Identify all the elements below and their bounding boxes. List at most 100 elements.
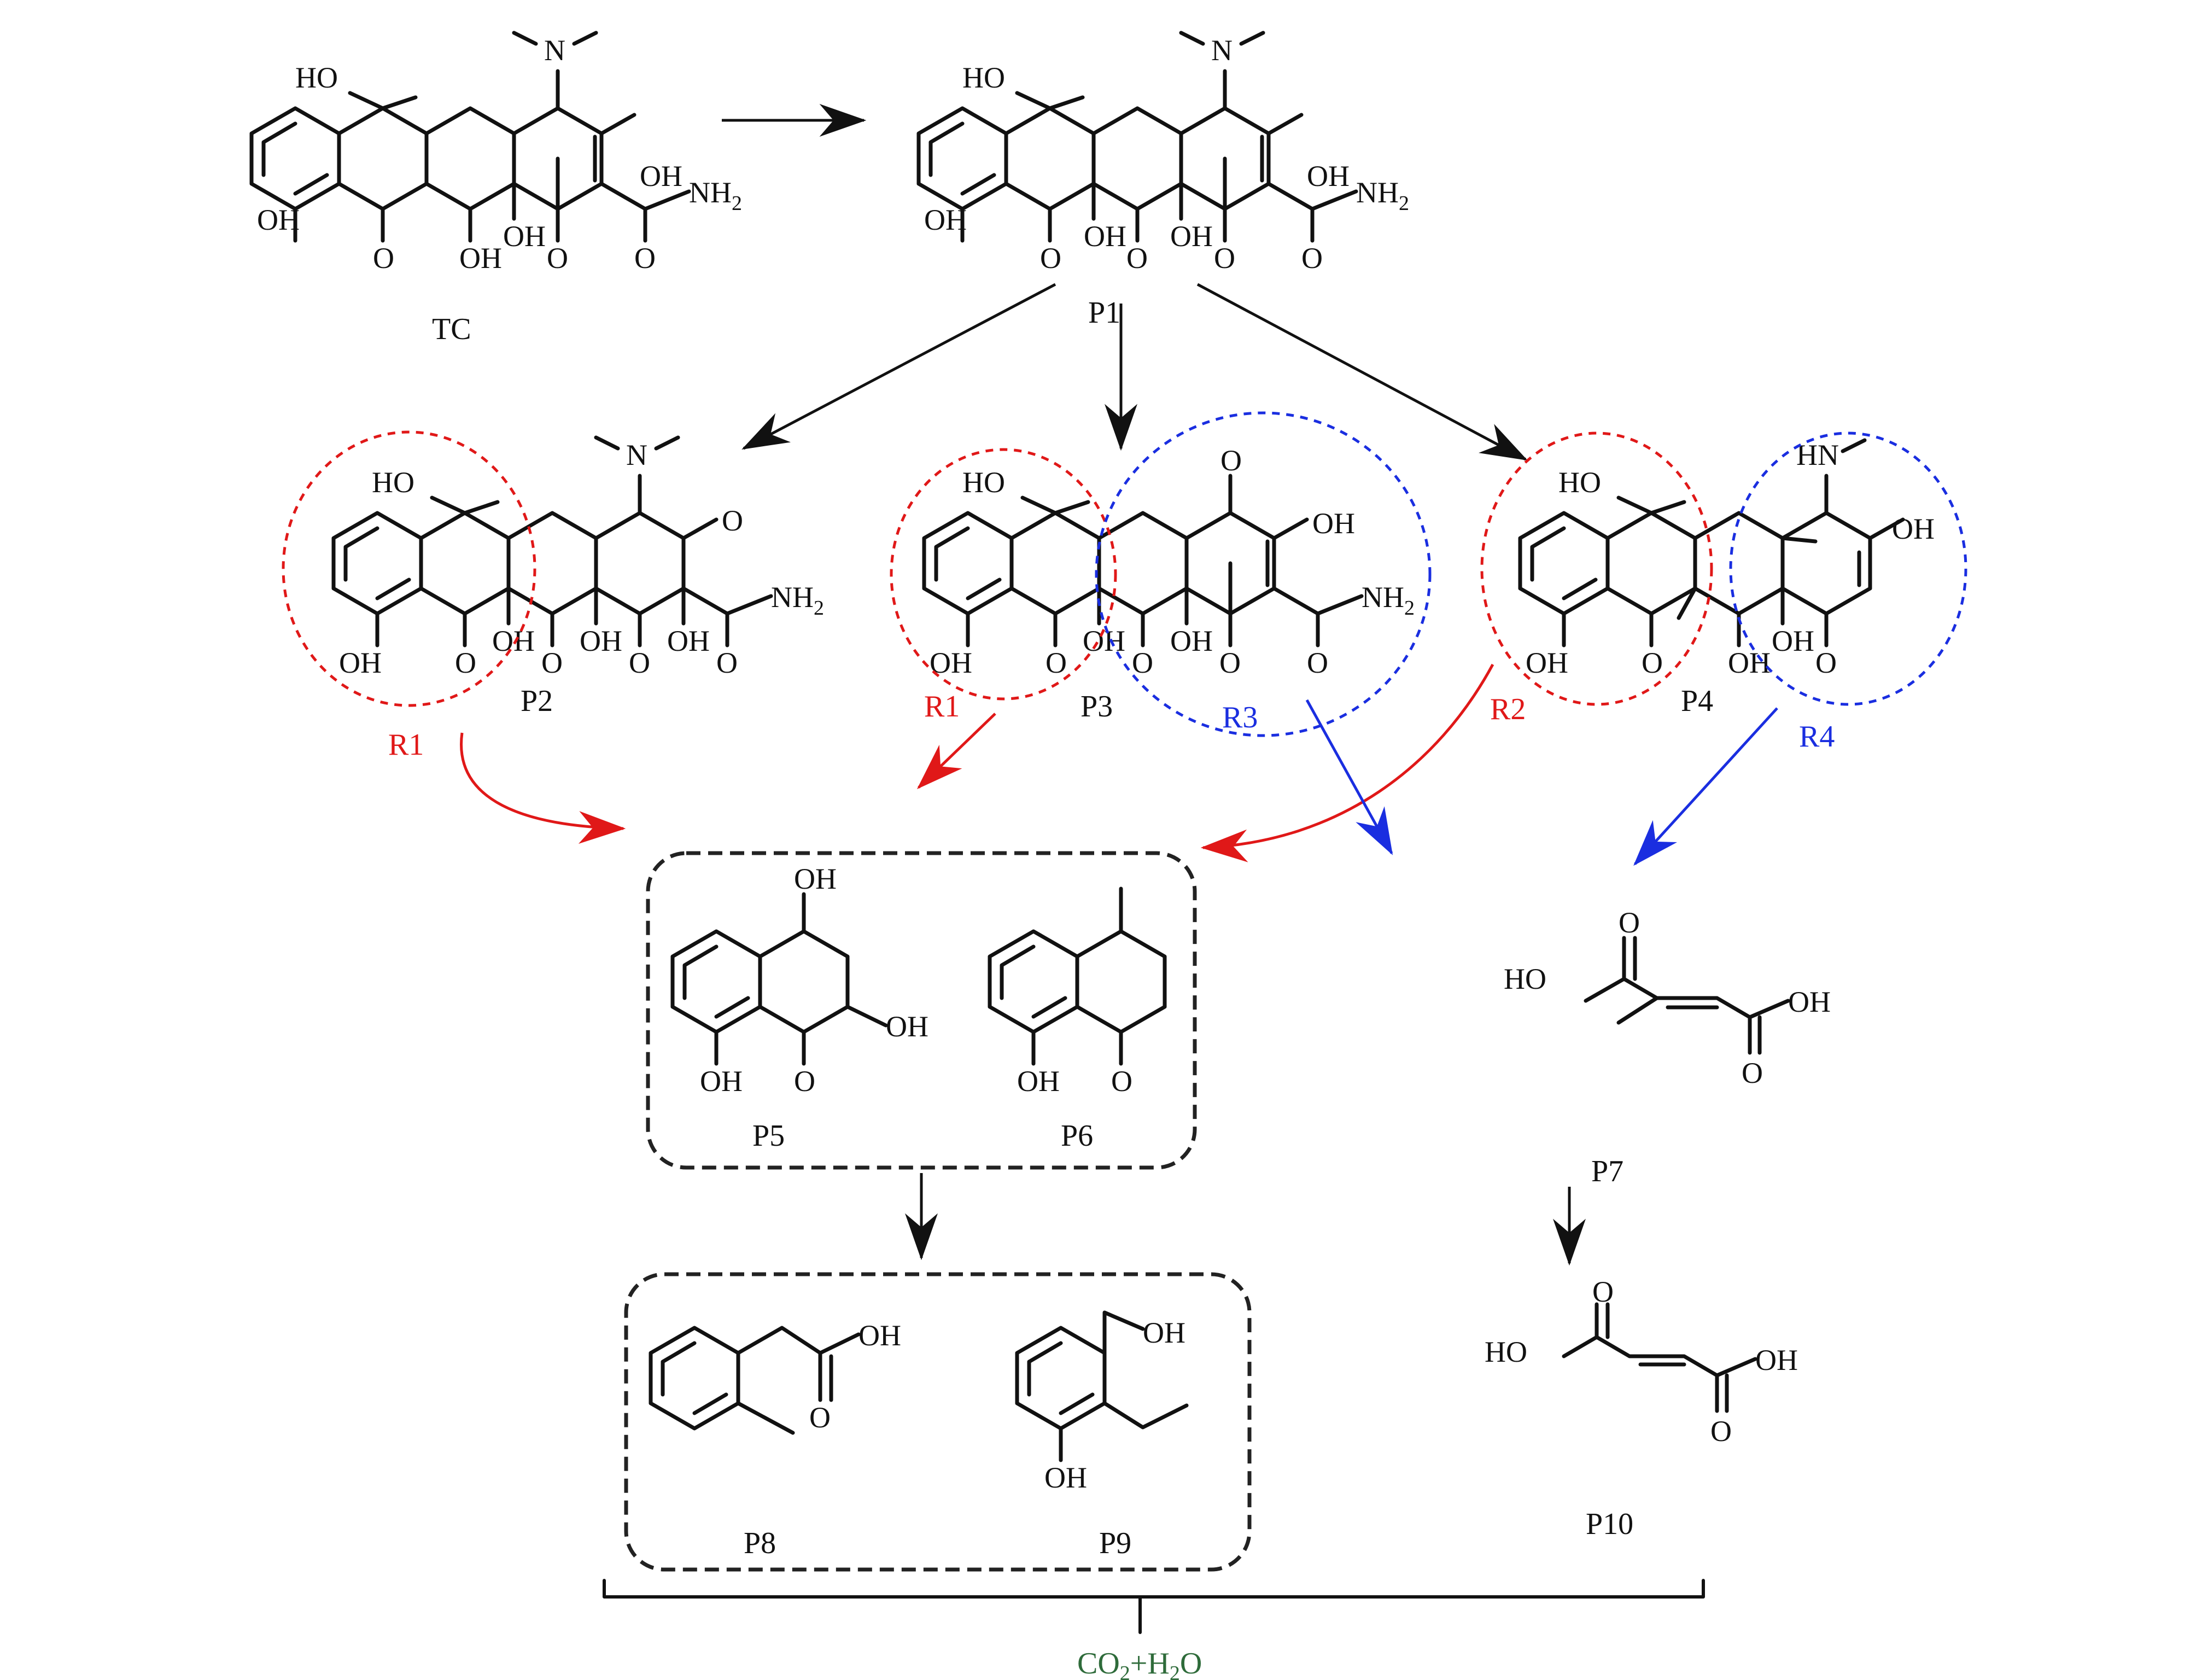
compound-p10: HO O OH O P10 xyxy=(1485,1275,1798,1541)
svg-text:OH: OH xyxy=(459,242,502,275)
svg-text:OH: OH xyxy=(640,160,682,192)
circle-r1-p2 xyxy=(282,430,536,707)
label-p4: P4 xyxy=(1681,684,1713,718)
arrow-p1-to-p2 xyxy=(741,283,1056,450)
circle-r4-p4 xyxy=(1729,431,1967,706)
label-tc: TC xyxy=(432,312,471,346)
svg-text:OH: OH xyxy=(1170,625,1213,657)
compound-p9: OH OH P9 xyxy=(1015,1310,1189,1560)
svg-text:O: O xyxy=(1132,646,1153,679)
compound-p7: HO O OH O P7 xyxy=(1504,906,1831,1188)
svg-text:O: O xyxy=(722,504,743,537)
route-label-r4: R4 xyxy=(1799,720,1835,754)
svg-text:O: O xyxy=(1126,242,1148,275)
svg-text:HO: HO xyxy=(962,61,1005,94)
svg-text:OH: OH xyxy=(1526,646,1568,679)
compound-p4: OH O OH OH O OH HO HN P4 xyxy=(1520,438,1935,718)
svg-text:O: O xyxy=(1220,444,1242,477)
compound-p3: OH O OH O OH O O O OH NH2 HO P3 xyxy=(924,444,1415,724)
svg-text:OH: OH xyxy=(1892,512,1935,545)
svg-text:O: O xyxy=(1710,1415,1732,1448)
dashed-box-p8-p9 xyxy=(624,1272,1252,1572)
svg-text:O: O xyxy=(634,242,656,275)
svg-text:HO: HO xyxy=(372,466,414,499)
circle-r1-p3 xyxy=(890,448,1117,701)
svg-text:N: N xyxy=(544,34,565,67)
svg-text:N: N xyxy=(1211,34,1233,67)
arrow-r2 xyxy=(1200,663,1494,862)
svg-text:OH: OH xyxy=(1772,625,1814,657)
svg-text:O: O xyxy=(547,242,568,275)
svg-text:HO: HO xyxy=(295,61,338,94)
compound-p1: OH O OH O OH O O OH NH2 HO N P1 xyxy=(919,31,1409,330)
arrow-p1-to-p4 xyxy=(1196,283,1528,461)
route-label-r3: R3 xyxy=(1222,701,1258,734)
circle-r3-p3 xyxy=(1095,411,1432,737)
compound-tc: OH O OH OH O O OH NH2 HO N TC xyxy=(252,31,742,346)
svg-text:HO: HO xyxy=(1485,1335,1527,1368)
svg-text:OH: OH xyxy=(1017,1065,1060,1098)
svg-text:HO: HO xyxy=(962,466,1005,499)
svg-text:OH: OH xyxy=(492,625,535,657)
svg-text:OH: OH xyxy=(794,862,837,895)
label-p1: P1 xyxy=(1088,296,1120,330)
compound-p2: OH O OH O OH O OH O O NH2 HO N P2 xyxy=(334,435,824,718)
svg-text:OH: OH xyxy=(257,203,300,236)
label-p7: P7 xyxy=(1591,1154,1623,1188)
svg-text:O: O xyxy=(1111,1065,1132,1098)
svg-text:O: O xyxy=(1301,242,1323,275)
svg-text:O: O xyxy=(1219,646,1241,679)
label-p2: P2 xyxy=(521,684,553,718)
svg-text:O: O xyxy=(1619,906,1640,939)
svg-text:OH: OH xyxy=(858,1319,901,1352)
svg-text:O: O xyxy=(716,646,738,679)
svg-text:NH2: NH2 xyxy=(689,176,742,215)
svg-text:OH: OH xyxy=(886,1010,928,1043)
label-p9: P9 xyxy=(1099,1526,1131,1560)
bracket-final xyxy=(603,1579,1705,1634)
svg-text:O: O xyxy=(1214,242,1235,275)
svg-text:O: O xyxy=(1592,1275,1614,1308)
svg-text:OH: OH xyxy=(1044,1461,1087,1494)
label-p8: P8 xyxy=(744,1526,776,1560)
compound-p5: OH OH OH O P5 xyxy=(670,862,928,1153)
svg-text:O: O xyxy=(1642,646,1663,679)
svg-text:N: N xyxy=(626,439,647,471)
svg-text:OH: OH xyxy=(339,646,382,679)
circle-r2-p4 xyxy=(1480,431,1713,706)
label-p10: P10 xyxy=(1586,1507,1633,1541)
svg-text:O: O xyxy=(1307,646,1328,679)
arrow-r1-left xyxy=(460,732,626,844)
svg-text:OH: OH xyxy=(1312,507,1355,540)
svg-text:O: O xyxy=(373,242,394,275)
arrow-r4 xyxy=(1633,707,1778,866)
svg-text:OH: OH xyxy=(1084,220,1126,253)
label-p5: P5 xyxy=(752,1119,785,1153)
svg-text:O: O xyxy=(809,1401,831,1434)
arrow-r3 xyxy=(1305,699,1393,855)
svg-text:OH: OH xyxy=(503,220,546,253)
compound-p6: OH O P6 xyxy=(988,886,1167,1153)
svg-text:OH: OH xyxy=(580,625,622,657)
route-label-r2: R2 xyxy=(1490,692,1526,726)
svg-text:OH: OH xyxy=(924,203,967,236)
route-label-r1-mid: R1 xyxy=(924,690,960,724)
dashed-box-p5-p6 xyxy=(646,851,1197,1170)
route-label-r1-left: R1 xyxy=(388,728,424,762)
svg-text:OH: OH xyxy=(1143,1316,1185,1349)
svg-text:OH: OH xyxy=(1788,985,1831,1018)
svg-text:OH: OH xyxy=(1728,646,1771,679)
svg-text:OH: OH xyxy=(1307,160,1350,192)
svg-text:OH: OH xyxy=(1755,1344,1798,1376)
svg-text:OH: OH xyxy=(1170,220,1213,253)
svg-text:OH: OH xyxy=(1083,625,1125,657)
compound-p8: OH O P8 xyxy=(649,1319,901,1560)
label-p6: P6 xyxy=(1061,1119,1093,1153)
label-co2-h2o: CO2+H2O xyxy=(1077,1647,1202,1680)
svg-text:NH2: NH2 xyxy=(771,581,824,620)
svg-text:O: O xyxy=(1040,242,1061,275)
svg-text:OH: OH xyxy=(667,625,710,657)
svg-text:O: O xyxy=(1742,1057,1763,1089)
arrow-r1-mid xyxy=(916,713,996,789)
